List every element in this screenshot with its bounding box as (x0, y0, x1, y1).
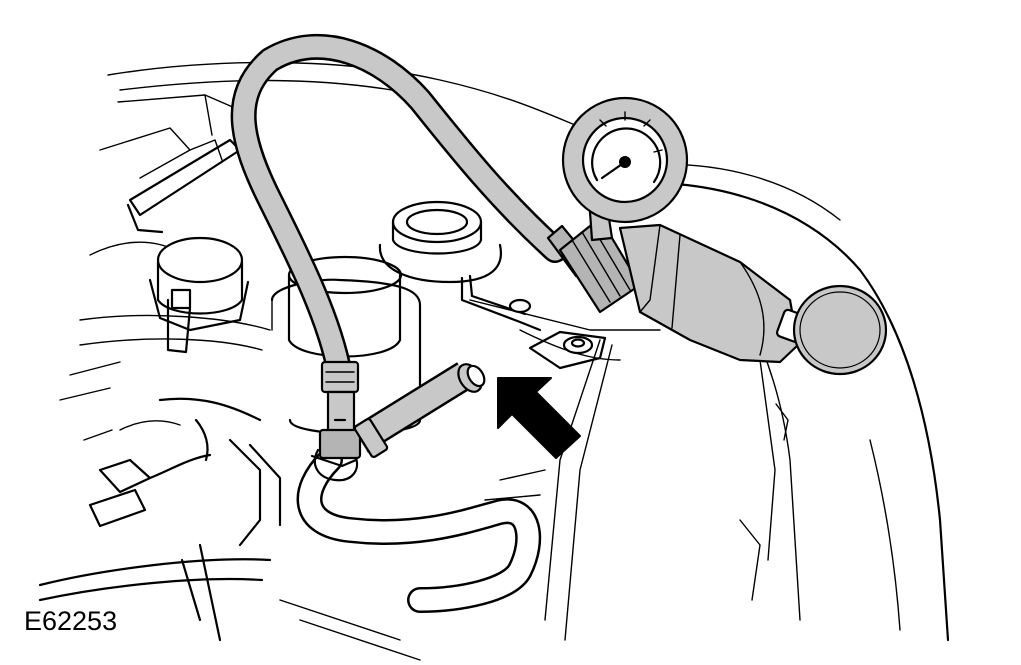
hose-fitting (310, 360, 389, 482)
radiator-hose (296, 447, 542, 613)
pressure-gauge-icon (561, 96, 689, 224)
adapter-tube (352, 362, 486, 453)
pressure-tester-pump (546, 96, 888, 376)
tester-hose (230, 33, 568, 388)
direction-arrow-icon (497, 377, 581, 459)
figure-id-label: E62253 (24, 606, 118, 636)
